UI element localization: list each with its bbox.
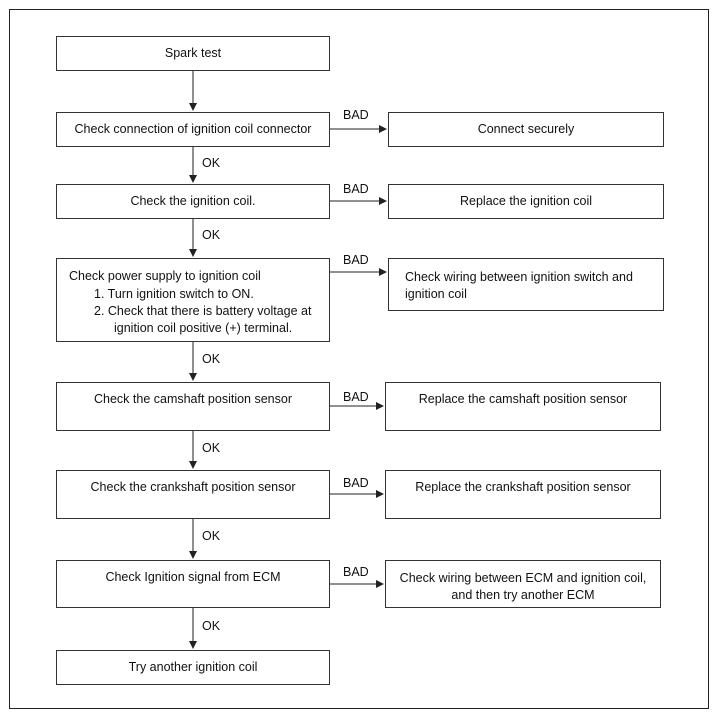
action-text: Replace the camshaft position sensor [418, 392, 628, 406]
ok-label-4: OK [202, 441, 221, 455]
substep: 2. Check that there is battery voltage a… [94, 304, 312, 318]
step-text: Check power supply to ignition coil [69, 269, 261, 283]
step-text: Check the ignition coil. [130, 194, 256, 208]
bad-label-1: BAD [343, 108, 369, 122]
step-spark-test: Spark test [56, 36, 330, 71]
substep: 1. Turn ignition switch to ON. [94, 287, 254, 301]
step-text: Check the crankshaft position sensor [90, 480, 296, 494]
ok-label-1: OK [202, 156, 221, 170]
substep: ignition coil positive (+) terminal. [114, 321, 293, 335]
ok-label-5: OK [202, 529, 221, 543]
action-connect-securely: Connect securely [388, 112, 664, 147]
step-text: Check Ignition signal from ECM [105, 570, 281, 584]
ok-label-3: OK [202, 352, 221, 366]
bad-label-2: BAD [343, 182, 369, 196]
step-check-camshaft-sensor: Check the camshaft position sensor [56, 382, 330, 431]
step-try-another-coil: Try another ignition coil [56, 650, 330, 685]
step-check-power-supply: Check power supply to ignition coil 1. T… [56, 258, 330, 342]
step-text: Check the camshaft position sensor [93, 392, 293, 406]
action-text: Connect securely [477, 122, 575, 136]
bad-label-6: BAD [343, 565, 369, 579]
step-check-ecm-signal: Check Ignition signal from ECM [56, 560, 330, 608]
action-check-wiring-ecm: Check wiring between ECM and ignition co… [385, 560, 661, 608]
step-text: Check connection of ignition coil connec… [74, 122, 312, 136]
action-check-wiring-switch: Check wiring between ignition switch and… [388, 258, 664, 311]
ok-label-2: OK [202, 228, 221, 242]
bad-label-4: BAD [343, 390, 369, 404]
action-text: Replace the ignition coil [459, 194, 593, 208]
step-check-coil-connector: Check connection of ignition coil connec… [56, 112, 330, 147]
action-text: Check wiring between ignition switch and… [405, 270, 633, 301]
action-replace-ignition-coil: Replace the ignition coil [388, 184, 664, 219]
step-text: Spark test [164, 46, 222, 60]
action-replace-camshaft-sensor: Replace the camshaft position sensor [385, 382, 661, 431]
diagram-frame [9, 9, 709, 709]
action-text: Replace the crankshaft position sensor [415, 480, 631, 494]
bad-label-5: BAD [343, 476, 369, 490]
bad-label-3: BAD [343, 253, 369, 267]
step-check-ignition-coil: Check the ignition coil. [56, 184, 330, 219]
action-text: Check wiring between ECM and ignition co… [399, 571, 647, 602]
ok-label-6: OK [202, 619, 221, 633]
step-check-crankshaft-sensor: Check the crankshaft position sensor [56, 470, 330, 519]
step-text: Try another ignition coil [128, 660, 258, 674]
action-replace-crankshaft-sensor: Replace the crankshaft position sensor [385, 470, 661, 519]
substep-list: 1. Turn ignition switch to ON. 2. Check … [69, 286, 329, 337]
